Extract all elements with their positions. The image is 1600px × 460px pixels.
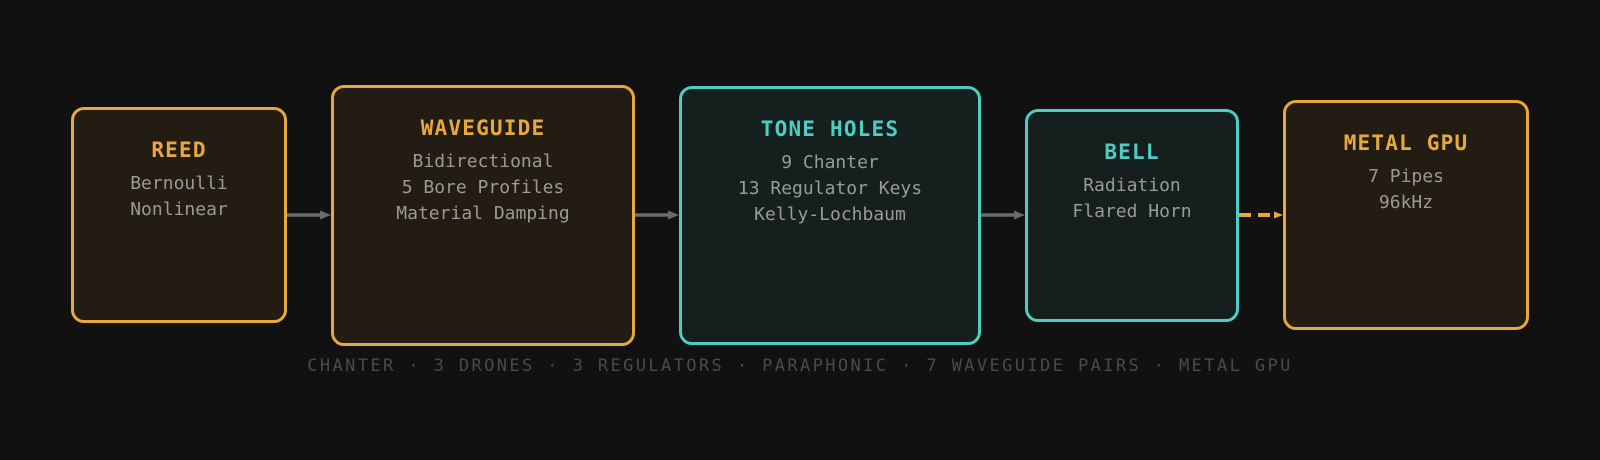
- arrow-toneholes-to-bell: [981, 200, 1025, 230]
- node-title-reed: REED: [151, 138, 207, 162]
- arrow-head: [668, 210, 679, 220]
- node-detail-line: 7 Pipes: [1368, 166, 1444, 187]
- pipeline-caption: CHANTER · 3 DRONES · 3 REGULATORS · PARA…: [307, 356, 1293, 376]
- arrow-reed-to-waveguide: [287, 200, 331, 230]
- node-detail-line: 96kHz: [1378, 192, 1434, 213]
- arrow-waveguide-to-toneholes: [635, 200, 679, 230]
- node-detail-line: Nonlinear: [130, 199, 228, 220]
- node-metal-gpu[interactable]: METAL GPU 7 Pipes 96kHz: [1283, 100, 1529, 330]
- node-title-metal-gpu: METAL GPU: [1343, 131, 1469, 155]
- node-detail-line: Kelly-Lochbaum: [754, 203, 906, 225]
- node-detail-line: 13 Regulator Keys: [737, 177, 923, 199]
- node-detail-line: 9 Chanter: [781, 151, 879, 173]
- node-title-tone-holes: TONE HOLES: [760, 116, 900, 141]
- arrow-head: [320, 210, 331, 220]
- node-detail-line: Bidirectional: [412, 150, 554, 172]
- arrow-bell-to-metalgpu: [1239, 200, 1283, 230]
- node-detail-line: 5 Bore Profiles: [401, 176, 565, 198]
- node-detail-line: Radiation: [1083, 174, 1181, 196]
- arrow-head: [1274, 211, 1283, 219]
- node-detail-list-metal-gpu: 7 Pipes 96kHz: [1368, 168, 1444, 212]
- node-detail-line: Flared Horn: [1072, 200, 1192, 222]
- node-detail-line: Bernoulli: [130, 173, 228, 194]
- node-title-bell: BELL: [1104, 139, 1160, 164]
- arrow-head: [1014, 210, 1025, 220]
- node-detail-line: Material Damping: [396, 202, 570, 224]
- node-title-waveguide: WAVEGUIDE: [420, 115, 546, 140]
